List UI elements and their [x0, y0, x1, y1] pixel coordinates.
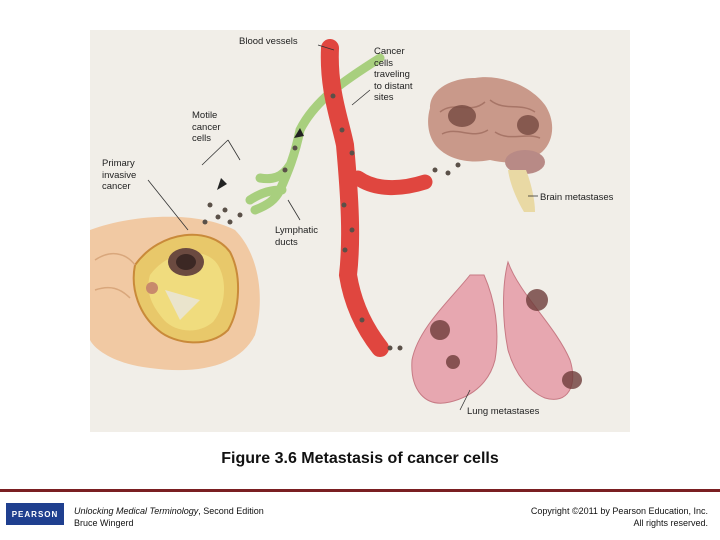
label-blood-vessels: Blood vessels [239, 36, 298, 48]
footer-copyright: Copyright ©2011 by Pearson Education, In… [531, 505, 708, 529]
breast-illustration [90, 217, 260, 370]
label-motile-cancer-cells: Motile cancer cells [192, 110, 221, 145]
metastasis-illustration [90, 30, 630, 432]
label-primary-invasive-cancer: Primary invasive cancer [102, 158, 136, 193]
label-brain-metastases: Brain metastases [540, 192, 613, 204]
figure-panel: Blood vessels Cancer cells traveling to … [90, 30, 630, 432]
book-edition: , Second Edition [198, 506, 264, 516]
copyright-text: Copyright ©2011 by Pearson Education, In… [531, 506, 708, 516]
lungs-illustration [412, 262, 582, 403]
brain-illustration [428, 77, 552, 212]
figure-caption: Figure 3.6 Metastasis of cancer cells [0, 450, 720, 468]
book-title: Unlocking Medical Terminology [74, 506, 198, 516]
footer-divider [0, 489, 720, 492]
label-lung-metastases: Lung metastases [467, 406, 539, 418]
label-cancer-cells-traveling: Cancer cells traveling to distant sites [374, 46, 413, 104]
footer-book-info: Unlocking Medical Terminology, Second Ed… [74, 505, 264, 529]
rights-text: All rights reserved. [633, 518, 708, 528]
label-lymphatic-ducts: Lymphatic ducts [275, 225, 318, 248]
pearson-logo: PEARSON [6, 503, 64, 525]
book-author: Bruce Wingerd [74, 518, 134, 528]
